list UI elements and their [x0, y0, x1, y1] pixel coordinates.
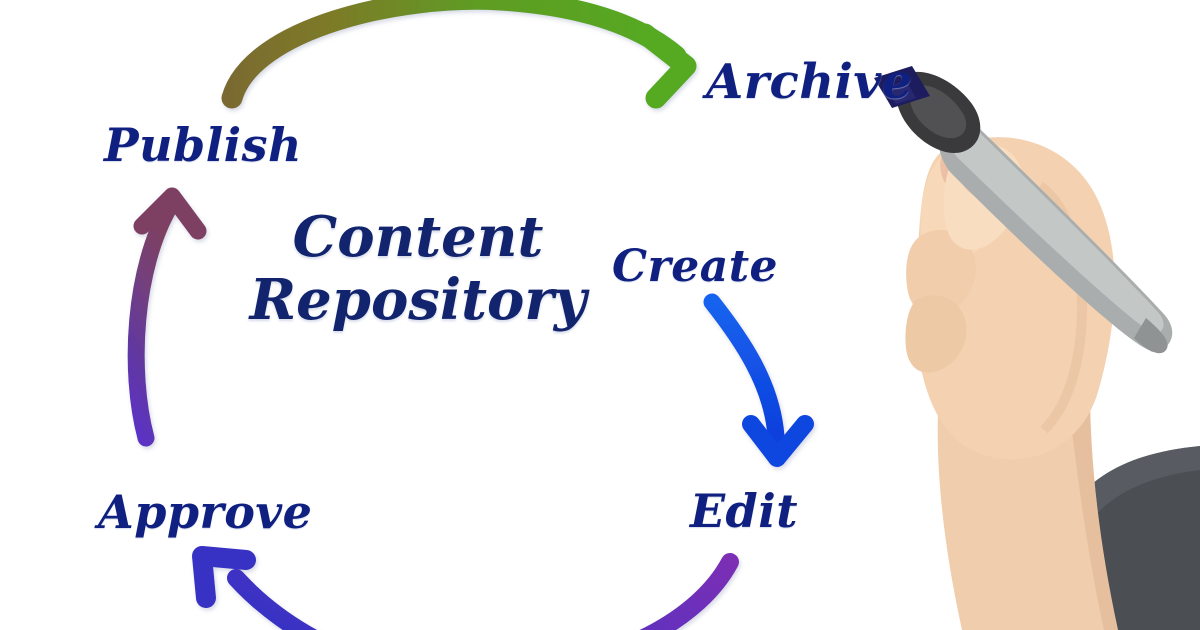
arrow-approve-to-publish: [127, 187, 207, 447]
page-title: Content Repository: [238, 206, 598, 331]
cycle-step-create: Create: [612, 241, 779, 292]
hand-with-pen-illustration: [874, 66, 1200, 630]
cycle-step-approve: Approve: [98, 485, 313, 539]
center-title-line-2: Repository: [249, 266, 587, 333]
cycle-step-edit: Edit: [690, 484, 798, 538]
arrow-publish-to-archive: [221, 0, 697, 109]
ring-finger: [905, 295, 967, 373]
middle-finger: [906, 229, 976, 316]
arrow-create-to-edit: [703, 293, 814, 467]
marker-pen: [874, 66, 1173, 354]
center-title-line-1: Content: [292, 204, 544, 270]
arrow-edit-to-approve: [192, 546, 739, 630]
cycle-step-archive: Archive: [706, 54, 913, 110]
cycle-step-publish: Publish: [104, 118, 302, 172]
